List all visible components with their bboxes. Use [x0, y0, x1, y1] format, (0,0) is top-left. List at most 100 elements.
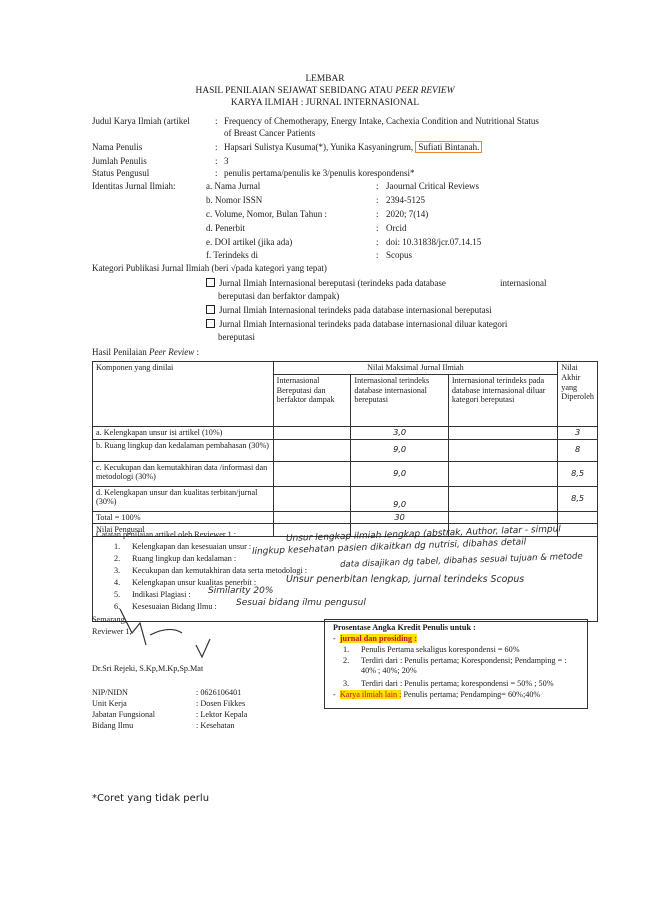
prosentase-box: Prosentase Angka Kredit Penulis untuk : … — [324, 619, 588, 709]
judul-label: Judul Karya Ilmiah (artikel — [92, 116, 190, 126]
header-line-2: HASIL PENILAIAN SEJAWAT SEBIDANG ATAU PE… — [0, 86, 650, 97]
prosentase-title: Prosentase Angka Kredit Penulis untuk : — [333, 623, 476, 632]
row-a-max: 3,0 — [350, 425, 449, 440]
karya-ilmiah-lain-label: Karya ilmiah lain : — [339, 690, 402, 699]
catatan-num-1: 1. — [114, 542, 121, 551]
identitas-b-label: b. Nomor ISSN — [206, 195, 263, 205]
nilai-maks-header: Nilai Maksimal Jurnal Ilmiah — [272, 361, 559, 375]
info-label-jabatan: Jabatan Fungsional — [92, 710, 155, 719]
jumlah-label: Jumlah Penulis — [92, 156, 147, 166]
status-value: penulis pertama/penulis ke 3/penulis kor… — [224, 168, 415, 178]
kategori-option-3-text: Jurnal Ilmiah Internasional terindeks pa… — [219, 319, 508, 329]
sign-city: Semarang, — [92, 615, 127, 624]
catatan-title: Catatan penilaian artikel oleh Reviewer … — [96, 530, 237, 539]
info-value-unit: : Dosen Fikkes — [196, 699, 246, 708]
sign-role: Reviewer 1, — [92, 627, 132, 636]
kategori-option-2-text: Jurnal Ilmiah Internasional terindeks pa… — [219, 305, 492, 315]
catatan-num-5: 5. — [114, 590, 121, 599]
header-line-3: KARYA ILMIAH : JURNAL INTERNASIONAL — [230, 98, 420, 108]
row-d-label: d. Kelengkapan unsur dan kualitas terbit… — [92, 485, 274, 512]
prosentase-num-1: 1. — [343, 645, 350, 654]
catatan-num-6: 6. — [114, 602, 121, 611]
prosentase-item-3: Terdiri dari : Penulis pertama; korespon… — [361, 679, 554, 688]
identitas-label: Identitas Jurnal Ilmiah: — [92, 181, 176, 191]
col-terindeks-bereputasi: Internasional terindeks database interna… — [350, 373, 449, 427]
colon: : — [215, 116, 218, 126]
hasil-label: Hasil Penilaian Peer Review : — [92, 347, 199, 358]
signature-icon — [119, 608, 211, 659]
info-value-bidang: : Kesehatan — [196, 721, 235, 730]
row-d-max: 9,0 — [350, 485, 449, 512]
colon: : — [376, 209, 379, 219]
row-b-score: 8 — [557, 438, 598, 462]
checkbox-icon[interactable] — [206, 305, 215, 314]
info-label-unit: Unit Kerja — [92, 699, 127, 708]
catatan-label-6: Kesesuaian Bidang Ilmu : — [132, 602, 217, 611]
prosentase-bullet-1: - jurnal dan prosiding : — [333, 634, 417, 644]
prosentase-item-1: Penulis Pertama sekaligus korespondensi … — [361, 645, 520, 654]
identitas-e-value: doi: 10.31838/jcr.07.14.15 — [386, 237, 482, 247]
judul-value-1: Frequency of Chemotherapy, Energy Intake… — [224, 116, 539, 126]
hasil-label-b: Peer Review — [149, 347, 195, 357]
catatan-num-4: 4. — [114, 578, 121, 587]
dash: - — [333, 634, 336, 643]
status-label: Status Pengusul — [92, 168, 150, 178]
sign-name: Dr.Sri Rejeki, S.Kp,M.Kp,Sp.Mat — [92, 664, 204, 673]
kategori-option-1[interactable]: Jurnal Ilmiah Internasional bereputasi (… — [206, 278, 446, 289]
row-c-max: 9,0 — [350, 460, 449, 487]
kategori-option-1-text: Jurnal Ilmiah Internasional bereputasi (… — [219, 278, 446, 288]
identitas-d-value: Orcid — [386, 223, 407, 233]
colon: : — [376, 195, 379, 205]
catatan-cell — [92, 536, 598, 623]
kategori-option-1-b: internasional — [500, 278, 547, 288]
header-line-2-a: HASIL PENILAIAN SEJAWAT SEBIDANG ATAU — [195, 86, 396, 96]
checkbox-icon[interactable] — [206, 278, 215, 287]
catatan-hand-5: Similarity 20% — [208, 586, 274, 596]
identitas-b-value: 2394-5125 — [386, 195, 425, 205]
penulis-value: Hapsari Sulistya Kusuma(*), Yunika Kasya… — [224, 141, 483, 153]
row-a-score: 3 — [557, 425, 598, 440]
row-a-label: a. Kelengkapan unsur isi artikel (10%) — [92, 425, 274, 440]
kategori-option-3[interactable]: Jurnal Ilmiah Internasional terindeks pa… — [206, 319, 507, 330]
colon: : — [215, 168, 218, 178]
info-value-jabatan: : Lektor Kepala — [196, 710, 248, 719]
colon: : — [376, 223, 379, 233]
hasil-label-a: Hasil Penilaian — [92, 347, 149, 357]
catatan-hand-4: Unsur penerbitan lengkap, jurnal terinde… — [286, 574, 525, 585]
info-value-nip: : 0626106401 — [196, 688, 242, 697]
score-table: Komponen yang dinilai Nilai Maksimal Jur… — [92, 361, 598, 623]
nilai-akhir-header: Nilai Akhir yang Diperoleh — [557, 361, 598, 427]
row-b-max: 9,0 — [350, 438, 449, 462]
header-line-2-b: PEER REVIEW — [395, 86, 455, 96]
identitas-f-label: f. Terindeks di — [206, 250, 258, 260]
jurnal-prosiding-label: jurnal dan prosiding : — [339, 634, 417, 643]
colon: : — [376, 237, 379, 247]
info-label-bidang: Bidang Ilmu — [92, 721, 134, 730]
prosentase-item-2: Terdiri dari : Penulis pertama; Korespon… — [361, 656, 567, 675]
checkbox-icon[interactable] — [206, 319, 215, 328]
identitas-c-value: 2020; 7(14) — [386, 209, 429, 219]
catatan-label-4: Kelengkapan unsur kualitas penerbit : — [132, 578, 257, 587]
colon: : — [376, 181, 379, 191]
row-d-score: 8,5 — [557, 485, 598, 512]
karya-ilmiah-lain-text: Penulis pertama; Pendamping= 60%;40% — [401, 690, 541, 699]
identitas-e-label: e. DOI artikel (jika ada) — [206, 237, 293, 247]
penulis-label: Nama Penulis — [92, 142, 143, 152]
prosentase-bullet-2: - Karya ilmiah lain : Penulis pertama; P… — [333, 690, 540, 700]
catatan-num-3: 3. — [114, 566, 121, 575]
identitas-f-value: Scopus — [386, 250, 413, 260]
col-diluar-kategori: Internasional terindeks pada database in… — [447, 373, 559, 427]
catatan-label-3: Kecukupan dan kemutakhiran data serta me… — [132, 566, 308, 575]
row-c-label: c. Kecukupan dan kemutakhiran data /info… — [92, 460, 274, 487]
kategori-option-2[interactable]: Jurnal Ilmiah Internasional terindeks pa… — [206, 305, 492, 316]
identitas-c-label: c. Volume, Nomor, Bulan Tahun : — [206, 209, 328, 219]
total-max: 30 — [350, 510, 449, 525]
row-c-score: 8,5 — [557, 460, 598, 487]
komponen-header: Komponen yang dinilai — [92, 361, 274, 427]
prosentase-num-2: 2. — [343, 656, 350, 665]
prosentase-num-3: 3. — [343, 679, 350, 688]
penulis-names: Hapsari Sulistya Kusuma(*), Yunika Kasya… — [224, 142, 414, 152]
col-bereputasi-dampak: Internasional Bereputasi dan berfaktor d… — [272, 373, 352, 427]
catatan-hand-6: Sesuai bidang ilmu pengusul — [236, 598, 366, 608]
info-label-nip: NIP/NIDN — [92, 688, 128, 697]
